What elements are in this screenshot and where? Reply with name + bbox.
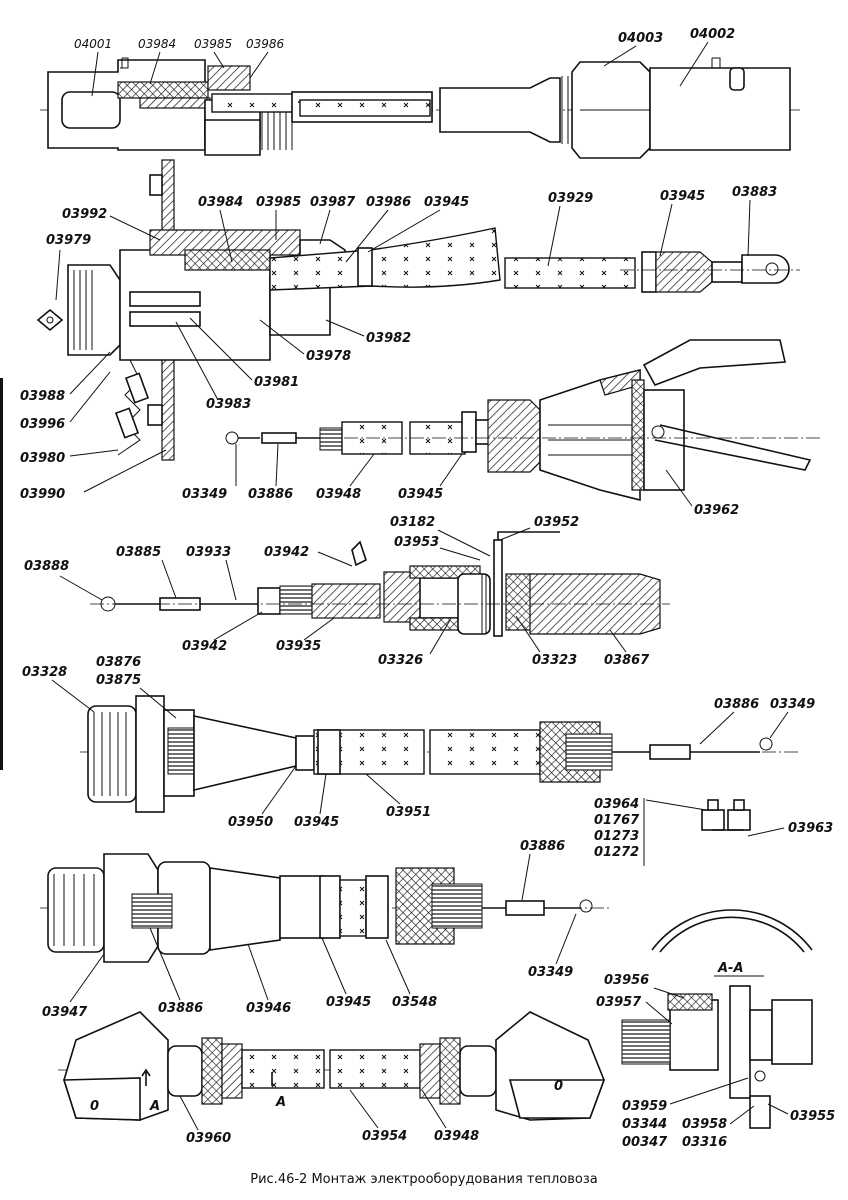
part-label: 03962 [694,503,739,518]
part-label: 01272 [594,845,639,860]
part-label: 03945 [326,995,371,1010]
part-label: 00347 [622,1135,668,1150]
part-label: 03953 [394,535,439,550]
part-label: 03986 [366,195,411,210]
part-label: 03958 [682,1117,727,1132]
part-label: 03992 [62,207,107,222]
part-label: 03886 [714,697,759,712]
part-label: 03323 [532,653,577,668]
part-label: 03964 [594,797,639,812]
labels-row-8: 03956 03957 A-A 03959 03344 00347 03958 … [596,961,835,1150]
section-mark: A [149,1099,160,1114]
part-label: 03990 [20,487,65,502]
part-label: 03948 [316,487,361,502]
part-label: 03963 [788,821,833,836]
assembly-row-7 [40,853,610,963]
section-title: A-A [717,961,744,976]
page-edge-bar [0,378,3,770]
part-label: 03980 [20,451,65,466]
assembly-row-1 [40,57,800,159]
part-label: 03956 [604,973,649,988]
part-label: 04002 [690,27,735,42]
part-label: 03948 [434,1129,479,1144]
part-label: 03349 [528,965,573,980]
assembly-row-5 [80,695,800,813]
part-label: 03984 [138,37,176,51]
part-label: 03947 [42,1005,88,1020]
labels-row-9: 0 A 03960 A 03954 03948 0 [90,1079,563,1146]
part-label: 03985 [194,37,232,51]
part-label: 03886 [158,1001,203,1016]
plug-mark: 0 [554,1079,563,1094]
part-label: 03946 [246,1001,291,1016]
labels-row-5: 03328 03876 03875 03886 03349 03950 0394… [22,655,815,830]
part-label: 03942 [264,545,309,560]
part-label: 03983 [206,397,251,412]
part-label: 03933 [186,545,231,560]
labels-row-2: 03992 03979 03984 03985 03987 03986 0394… [20,185,777,502]
part-label: 03328 [22,665,67,680]
part-label: 03886 [520,839,565,854]
assembly-row-3 [225,339,820,502]
labels-row-7: 03886 03349 03947 03886 03946 03945 0354… [42,839,577,1020]
part-label: 03883 [732,185,777,200]
part-label: 01767 [594,813,640,828]
part-label: 03885 [116,545,161,560]
part-label: 03959 [622,1099,667,1114]
part-label: 03957 [596,995,642,1010]
part-label: 03182 [390,515,435,530]
part-label: 01273 [594,829,639,844]
part-label: 03867 [604,653,650,668]
part-label: 03996 [20,417,65,432]
part-label: 03986 [246,37,285,51]
part-label: 03945 [294,815,339,830]
part-label: 03349 [182,487,227,502]
part-label: 03316 [682,1135,727,1150]
part-label: 03960 [186,1131,231,1146]
assembly-row-4 [90,531,670,637]
labels-row-3: 03349 03886 03948 03945 03962 [182,443,739,518]
part-label: 03935 [276,639,321,654]
part-label: 03344 [622,1117,667,1132]
part-label: 03548 [392,995,437,1010]
part-label: 03982 [366,331,411,346]
part-label: 03886 [248,487,293,502]
assembly-row-6 [651,799,813,953]
figure-caption: Рис.46-2 Монтаж электрооборудования тепл… [250,1172,598,1187]
part-label: 03981 [254,375,299,390]
part-label: 03985 [256,195,301,210]
part-label: 03987 [310,195,356,210]
part-label: 03950 [228,815,273,830]
part-label: 03945 [660,189,705,204]
part-label: 03945 [424,195,469,210]
part-label: 04001 [74,37,112,51]
part-label: 03876 [96,655,141,670]
assembly-row-9 [58,1011,606,1121]
labels-row-4: 03182 03952 03953 03942 03888 03885 0393… [24,515,650,668]
part-label: 03875 [96,673,141,688]
part-label: 03954 [362,1129,407,1144]
part-label: 04003 [618,31,663,46]
part-label: 03955 [790,1109,835,1124]
part-label: 03984 [198,195,243,210]
part-label: 03929 [548,191,593,206]
part-label: 03988 [20,389,65,404]
part-label: 03978 [306,349,351,364]
section-mark: A [275,1095,286,1110]
plug-mark: 0 [90,1099,99,1114]
labels-row-1: 04001 03984 03985 03986 04003 04002 [74,27,735,97]
part-label: 03952 [534,515,579,530]
part-label: 03945 [398,487,443,502]
assembly-row-2 [36,159,800,461]
part-label: 03349 [770,697,815,712]
part-label: 03951 [386,805,431,820]
part-label: 03888 [24,559,69,574]
part-label: 03942 [182,639,227,654]
labels-row-6: 03964 01767 01273 01272 03963 [594,797,833,866]
section-a-a [621,985,813,1129]
part-label: 03326 [378,653,423,668]
part-label: 03979 [46,233,91,248]
